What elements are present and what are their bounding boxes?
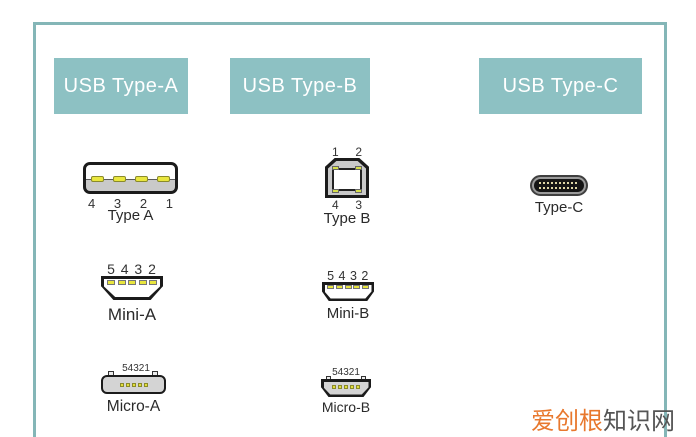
pin: [355, 166, 362, 170]
pin: [327, 285, 334, 289]
mini-b-connector-diagram: [322, 282, 374, 301]
micro-b-label: Micro-B: [321, 399, 371, 415]
pin-number: 3: [113, 196, 122, 211]
pin: [353, 285, 361, 289]
type-a-pin-numbers: 4 3 2 1: [88, 196, 173, 211]
type-b-label: Type B: [323, 210, 371, 227]
pin: [332, 385, 336, 390]
type-c-label: Type-C: [534, 199, 584, 216]
watermark-rest: 知识网: [603, 408, 675, 435]
micro-a-label: Micro-A: [106, 398, 161, 415]
type-b-pin-numbers-top: 1 2: [332, 145, 362, 159]
pin: [344, 285, 352, 289]
type-b-cavity: [332, 168, 362, 191]
pin: [332, 189, 339, 193]
pin: [113, 176, 126, 183]
pin: [117, 280, 126, 285]
type-a-connector-diagram: [83, 162, 178, 194]
type-c-pin-row-top: [539, 182, 579, 184]
header-usb-type-a[interactable]: USB Type-A: [54, 58, 188, 114]
header-usb-type-c[interactable]: USB Type-C: [479, 58, 642, 114]
pin: [125, 382, 130, 387]
type-a-divider-line: [86, 179, 175, 181]
mini-a-pins: [107, 280, 157, 285]
pin: [91, 176, 104, 183]
type-c-connector-diagram: [530, 175, 588, 196]
micro-a-connector-diagram: [101, 375, 166, 394]
pin: [362, 285, 369, 289]
pin: [107, 280, 115, 285]
type-a-label: Type A: [107, 207, 154, 224]
micro-a-pin-numbers: 54321: [122, 363, 150, 374]
mini-a-label: Mini-A: [107, 305, 157, 324]
type-c-cavity: [534, 179, 584, 192]
pin: [119, 382, 124, 387]
pin-number: 1: [165, 196, 173, 211]
pin: [355, 189, 362, 193]
pin: [143, 382, 148, 387]
type-a-pins: [91, 176, 170, 183]
pin: [128, 280, 136, 285]
pin-number: 2: [355, 145, 362, 159]
type-c-pin-row-bottom: [539, 187, 579, 189]
pin: [157, 176, 170, 183]
micro-a-pins: [119, 382, 148, 387]
site-watermark: 爱创根知识网: [531, 401, 675, 436]
pin: [332, 166, 339, 170]
pin: [356, 385, 360, 390]
pin: [344, 385, 348, 390]
watermark-highlight: 爱创根: [531, 408, 603, 435]
pin: [338, 385, 342, 390]
pin: [137, 382, 142, 387]
pin-number: 4: [88, 196, 96, 211]
micro-b-pin-numbers: 54321: [332, 367, 360, 378]
mini-a-connector-diagram: [101, 276, 163, 300]
pin-number: 2: [139, 196, 148, 211]
pin-number: 4: [332, 198, 339, 212]
pin-number: 1: [332, 145, 339, 159]
pin: [149, 280, 157, 285]
type-b-connector-diagram: [325, 158, 369, 198]
pin: [131, 382, 136, 387]
type-b-pin-numbers-bottom: 4 3: [332, 198, 362, 212]
micro-b-connector-diagram: [321, 379, 371, 397]
header-usb-type-b[interactable]: USB Type-B: [230, 58, 370, 114]
micro-b-pins: [332, 385, 360, 390]
mini-b-pins: [327, 285, 369, 289]
pin: [350, 385, 354, 390]
pin: [135, 176, 148, 183]
pin: [138, 280, 147, 285]
pin-number: 3: [355, 198, 362, 212]
pin: [335, 285, 343, 289]
mini-b-label: Mini-B: [326, 305, 370, 322]
